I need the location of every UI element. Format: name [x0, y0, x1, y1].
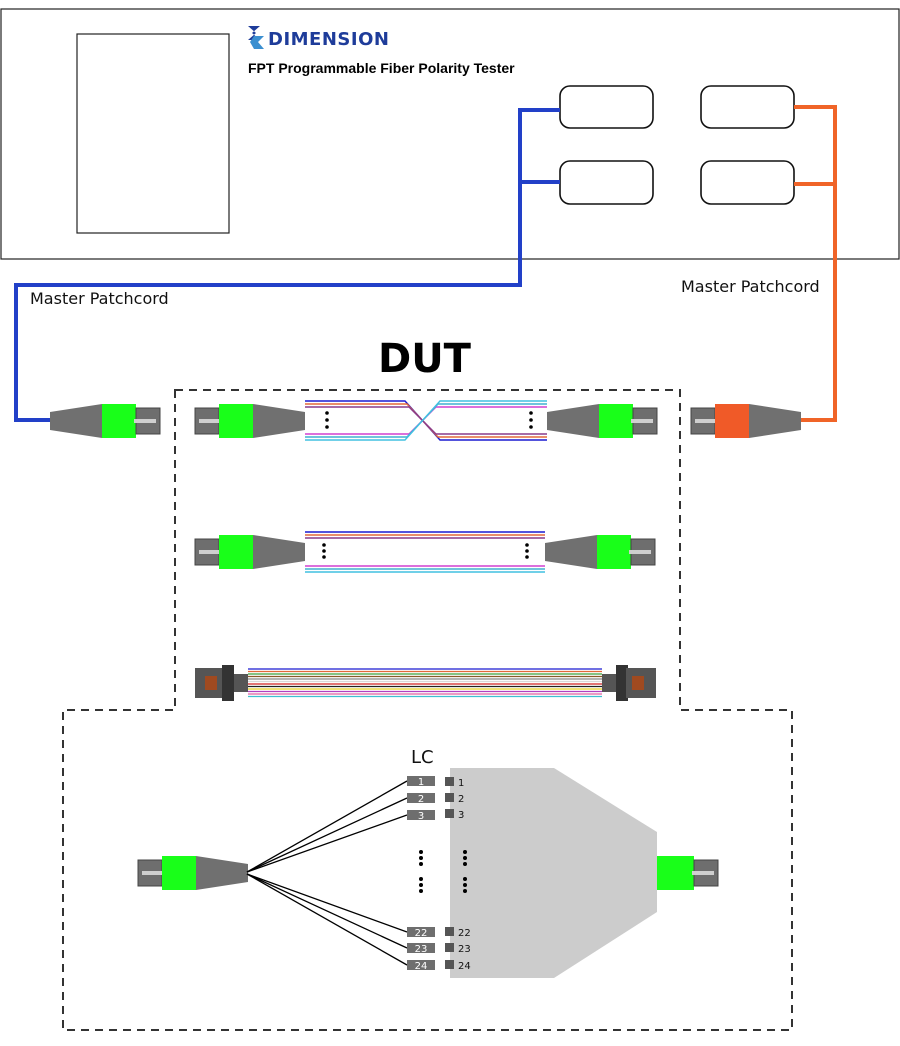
svg-text:1: 1 — [418, 777, 424, 788]
left-master-patchcord — [14, 108, 560, 422]
lc-label: LC — [411, 747, 434, 768]
fanout-fibers — [246, 780, 408, 966]
cable2-fibers — [305, 531, 545, 573]
svg-text:2: 2 — [418, 794, 424, 805]
fanout-right-connector — [657, 856, 719, 890]
lc-connector-3: 3 — [407, 810, 435, 822]
lc-connector-23: 23 — [407, 943, 435, 955]
cable2-right-connector — [545, 535, 656, 569]
left-patchcord-label: Master Patchcord — [30, 289, 169, 308]
svg-text:23: 23 — [415, 944, 428, 955]
dut-cable-straight — [194, 531, 656, 573]
svg-text:24: 24 — [458, 961, 471, 972]
cable3-right-connector — [602, 665, 656, 701]
svg-text:23: 23 — [458, 944, 471, 955]
svg-text:3: 3 — [458, 810, 464, 821]
lc-connector-24: 24 — [407, 960, 435, 972]
lc-connector-22: 22 — [407, 927, 435, 939]
fanout-panel — [450, 768, 657, 978]
cable2-left-connector — [194, 535, 305, 569]
tester-port-right-bottom[interactable] — [700, 160, 795, 205]
tester-title: FPT Programmable Fiber Polarity Tester — [248, 60, 515, 76]
dut-fanout-assembly: LC 1 2 3 22 23 24 1 — [137, 747, 719, 978]
svg-text:24: 24 — [415, 961, 428, 972]
left-master-connector — [50, 404, 161, 438]
right-patchcord-label: Master Patchcord — [681, 277, 820, 296]
panel-port-1[interactable]: 1 — [445, 777, 464, 789]
cable3-fibers — [248, 668, 602, 698]
cable1-left-connector — [194, 404, 305, 438]
panel-port-2[interactable]: 2 — [445, 793, 464, 805]
svg-text:1: 1 — [458, 778, 464, 789]
dut-cable-ribbon — [195, 665, 656, 701]
dut-region — [62, 389, 793, 1031]
tester-display — [76, 33, 230, 234]
right-master-patchcord — [794, 105, 837, 422]
lc-connector-2: 2 — [407, 793, 435, 805]
tester-port-right-top[interactable] — [700, 85, 795, 129]
dut-label: DUT — [378, 336, 472, 382]
right-master-connector — [690, 404, 801, 438]
svg-text:2: 2 — [458, 794, 464, 805]
cable1-ellipsis — [325, 411, 533, 429]
cable1-right-connector — [547, 404, 658, 438]
cable3-left-connector — [195, 665, 248, 701]
svg-text:3: 3 — [418, 811, 424, 822]
dut-cable-crossed — [194, 400, 658, 441]
lc-connector-1: 1 — [407, 776, 435, 788]
panel-port-3[interactable]: 3 — [445, 809, 464, 821]
svg-text:22: 22 — [458, 928, 471, 939]
brand-name: DIMENSION — [268, 29, 389, 50]
svg-text:22: 22 — [415, 928, 428, 939]
panel-port-23[interactable]: 23 — [445, 943, 471, 955]
panel-port-24[interactable]: 24 — [445, 960, 471, 972]
panel-port-22[interactable]: 22 — [445, 927, 471, 939]
fanout-left-connector — [137, 856, 248, 890]
cable2-ellipsis — [322, 543, 529, 559]
cable1-fibers — [305, 400, 547, 441]
tester-port-left-top[interactable] — [559, 85, 654, 129]
dimension-logo-icon — [248, 26, 264, 49]
tester-port-left-bottom[interactable] — [559, 160, 654, 205]
fanout-ellipsis — [419, 850, 467, 893]
